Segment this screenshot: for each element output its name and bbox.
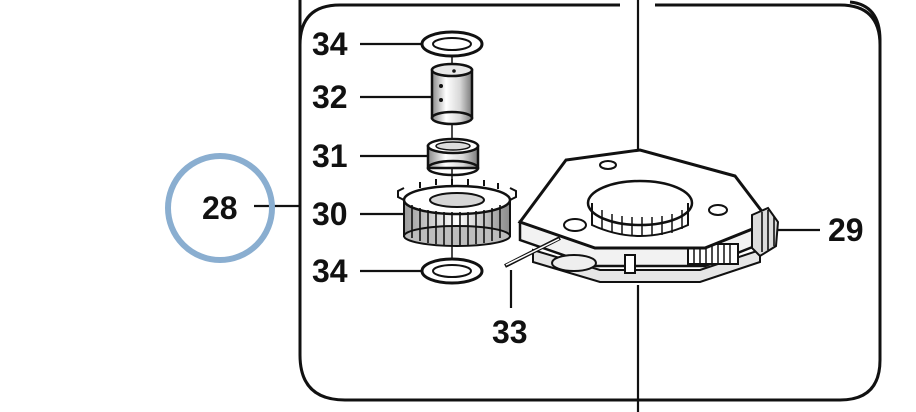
bearing-31-top-inner (435, 141, 471, 151)
washer-top-hole (432, 37, 472, 51)
planet-carrier (517, 148, 780, 283)
frame-top-corner (298, 3, 620, 46)
callout-30: 30 (312, 196, 348, 232)
gear-30-bore (429, 192, 485, 208)
highlight-circle-28 (165, 153, 275, 263)
callout-29: 29 (828, 212, 864, 248)
pin-32-hole-b (439, 98, 443, 102)
callout-34-top: 34 (312, 26, 348, 62)
pin-33-inner (505, 238, 560, 266)
callout-34-bottom: 34 (312, 253, 348, 289)
washer-bottom-hole (432, 264, 472, 278)
frame-top-right (655, 3, 882, 46)
callout-28: 28 (202, 190, 238, 226)
assembly-frame (298, 0, 882, 402)
callout-33: 33 (492, 314, 528, 350)
pin-32-hole-c (452, 69, 456, 73)
pin-32-hole-a (439, 84, 443, 88)
pin-32-bottom (430, 110, 474, 126)
pin-32-top (430, 62, 474, 78)
callout-31: 31 (312, 138, 348, 174)
callout-32: 32 (312, 79, 348, 115)
bearing-31-bottom (426, 159, 480, 177)
gear-30 (397, 179, 517, 247)
